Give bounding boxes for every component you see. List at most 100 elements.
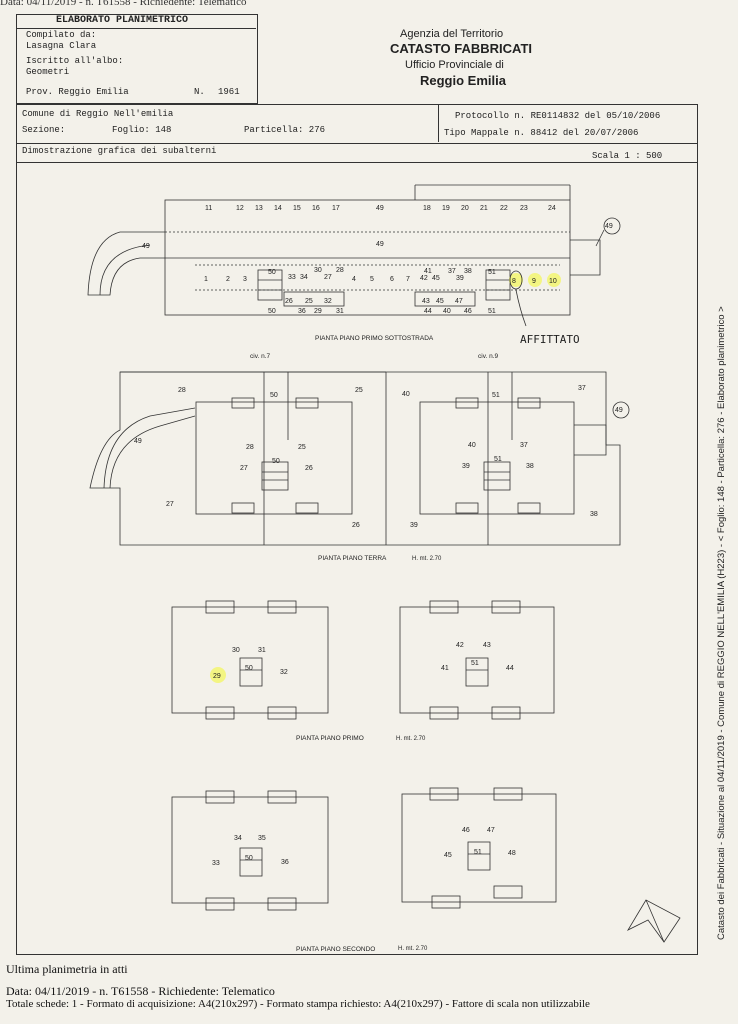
- svg-text:27: 27: [240, 465, 248, 472]
- svg-text:43: 43: [483, 642, 491, 649]
- agency-line1: Agenzia del Territorio: [400, 28, 504, 40]
- svg-text:51: 51: [471, 660, 479, 667]
- drawing-frame: [16, 161, 698, 955]
- svg-text:1: 1: [204, 276, 208, 283]
- svg-text:51: 51: [474, 849, 482, 856]
- protocollo-text: Protocollo n. RE0114832 del 05/10/2006: [455, 111, 661, 121]
- svg-text:38: 38: [526, 463, 534, 470]
- svg-text:49: 49: [605, 223, 613, 230]
- svg-text:26: 26: [305, 465, 313, 472]
- compilato-name: Lasagna Clara: [26, 41, 97, 51]
- svg-text:25: 25: [305, 298, 313, 305]
- svg-text:49: 49: [615, 407, 623, 414]
- header-left-box: [16, 14, 258, 104]
- iscritto-value: Geometri: [26, 67, 70, 77]
- svg-text:48: 48: [508, 850, 516, 857]
- svg-text:6: 6: [390, 276, 394, 283]
- svg-text:21: 21: [480, 205, 488, 212]
- svg-text:28: 28: [246, 444, 254, 451]
- agency-line4: Reggio Emilia: [420, 73, 506, 88]
- svg-text:39: 39: [410, 522, 418, 529]
- svg-text:37: 37: [448, 268, 456, 275]
- svg-text:22: 22: [500, 205, 508, 212]
- svg-text:46: 46: [464, 308, 472, 315]
- svg-text:41: 41: [424, 268, 432, 275]
- svg-text:28: 28: [178, 387, 186, 394]
- svg-text:49: 49: [376, 205, 384, 212]
- svg-text:16: 16: [312, 205, 320, 212]
- svg-text:38: 38: [464, 268, 472, 275]
- svg-text:50: 50: [245, 665, 253, 672]
- svg-text:18: 18: [423, 205, 431, 212]
- footer-line1: Ultima planimetria in atti: [6, 962, 128, 976]
- svg-text:51: 51: [492, 392, 500, 399]
- svg-text:7: 7: [406, 276, 410, 283]
- svg-text:51: 51: [488, 269, 496, 276]
- svg-text:25: 25: [298, 444, 306, 451]
- svg-text:33: 33: [212, 860, 220, 867]
- svg-text:50: 50: [245, 855, 253, 862]
- n-value: 1961: [218, 87, 240, 97]
- svg-text:19: 19: [442, 205, 450, 212]
- label-secondo-h: H. mt. 2.70: [398, 946, 428, 952]
- svg-text:37: 37: [578, 385, 586, 392]
- svg-text:3: 3: [243, 276, 247, 283]
- svg-text:33: 33: [288, 274, 296, 281]
- svg-text:37: 37: [520, 442, 528, 449]
- label-terra-h: H. mt. 2.70: [412, 556, 442, 562]
- agency-line2: CATASTO FABBRICATI: [390, 41, 533, 56]
- svg-text:47: 47: [487, 827, 495, 834]
- svg-text:45: 45: [444, 852, 452, 859]
- svg-text:35: 35: [258, 835, 266, 842]
- footer-line2: Data: 04/11/2019 - n. T61558 - Richieden…: [6, 984, 275, 998]
- dimostrazione-box: [16, 143, 698, 163]
- svg-text:49: 49: [134, 438, 142, 445]
- svg-text:50: 50: [268, 308, 276, 315]
- iscritto-label: Iscritto all'albo:: [26, 56, 124, 66]
- prov-label: Prov. Reggio Emilia: [26, 87, 129, 97]
- svg-text:32: 32: [324, 298, 332, 305]
- svg-text:28: 28: [336, 267, 344, 274]
- svg-text:29: 29: [314, 308, 322, 315]
- svg-text:2: 2: [226, 276, 230, 283]
- foglio-text: Foglio: 148: [112, 125, 172, 135]
- svg-text:40: 40: [402, 391, 410, 398]
- svg-text:50: 50: [268, 269, 276, 276]
- svg-text:27: 27: [166, 501, 174, 508]
- svg-text:11: 11: [205, 205, 212, 212]
- svg-text:20: 20: [461, 205, 469, 212]
- svg-text:14: 14: [274, 205, 282, 212]
- svg-text:44: 44: [506, 665, 514, 672]
- svg-text:40: 40: [443, 308, 451, 315]
- svg-text:38: 38: [590, 511, 598, 518]
- svg-text:32: 32: [280, 669, 288, 676]
- label-sottostrada: PIANTA PIANO PRIMO SOTTOSTRADA: [315, 335, 434, 342]
- svg-text:30: 30: [314, 267, 322, 274]
- label-secondo: PIANTA PIANO SECONDO: [296, 946, 375, 953]
- svg-text:34: 34: [300, 274, 308, 281]
- svg-text:31: 31: [336, 308, 344, 315]
- svg-text:47: 47: [455, 298, 463, 305]
- svg-text:25: 25: [355, 387, 363, 394]
- n-label: N.: [194, 87, 205, 97]
- label-primo: PIANTA PIANO PRIMO: [296, 735, 364, 742]
- top-line: Data: 04/11/2019 - n. T61558 - Richieden…: [0, 0, 247, 8]
- compilato-label: Compilato da:: [26, 30, 97, 40]
- svg-text:29: 29: [213, 673, 221, 680]
- svg-text:45: 45: [436, 298, 444, 305]
- dimostrazione-text: Dimostrazione grafica dei subalterni: [22, 146, 217, 156]
- svg-text:34: 34: [234, 835, 242, 842]
- svg-text:17: 17: [332, 205, 340, 212]
- svg-text:8: 8: [512, 278, 516, 285]
- label-civ9: civ. n.9: [478, 353, 498, 360]
- handwritten-note: AFFITTATO: [520, 333, 580, 346]
- svg-text:27: 27: [324, 274, 332, 281]
- svg-text:51: 51: [494, 456, 502, 463]
- svg-text:9: 9: [532, 278, 536, 285]
- svg-text:44: 44: [424, 308, 432, 315]
